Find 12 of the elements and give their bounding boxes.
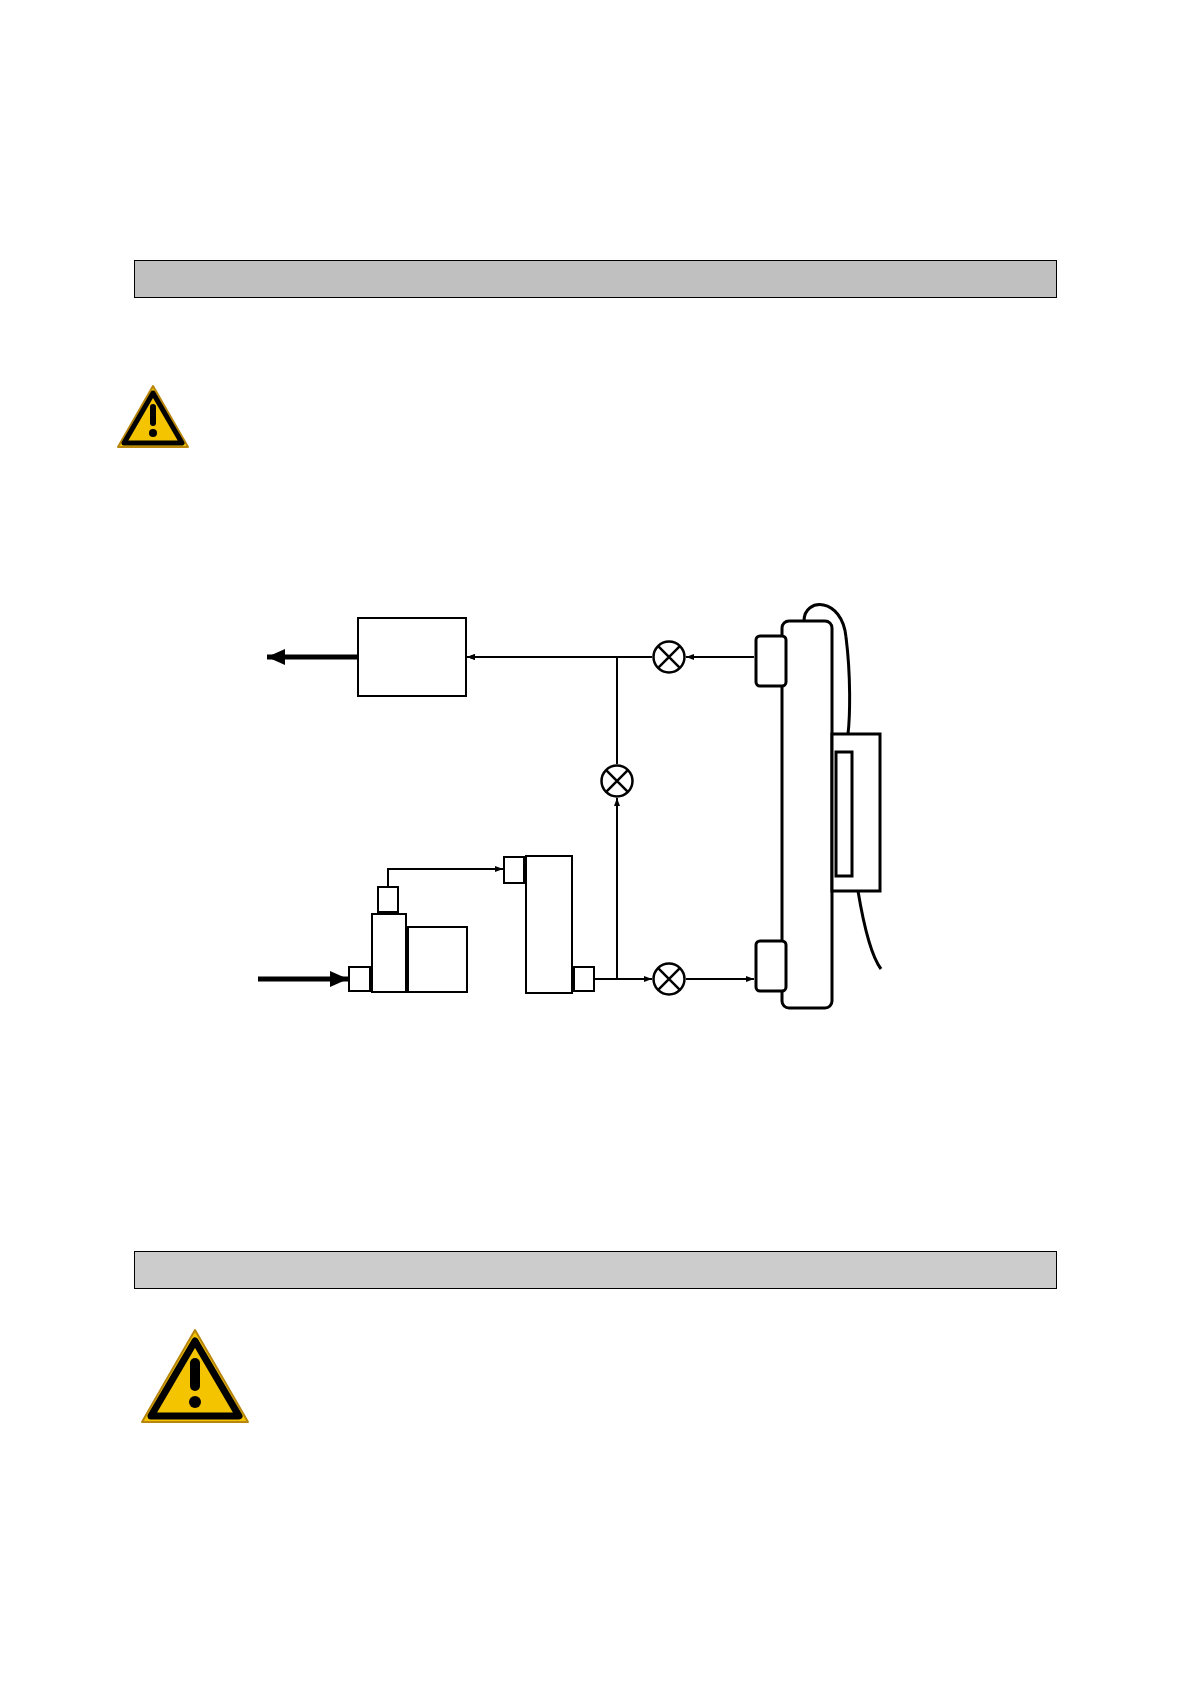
tank-box xyxy=(357,617,467,697)
pipe-arrow xyxy=(685,976,755,982)
column-drawing xyxy=(503,855,595,994)
pipe-arrow xyxy=(267,649,357,665)
valve-symbol xyxy=(652,962,686,996)
pipe-arrow xyxy=(387,866,504,887)
valve-symbol xyxy=(600,764,634,798)
pump-drawing xyxy=(348,886,468,994)
pipe-arrow xyxy=(258,971,348,987)
valve-symbol xyxy=(652,640,686,674)
pipe-arrow xyxy=(594,797,620,980)
pipe-arrow xyxy=(685,654,755,660)
